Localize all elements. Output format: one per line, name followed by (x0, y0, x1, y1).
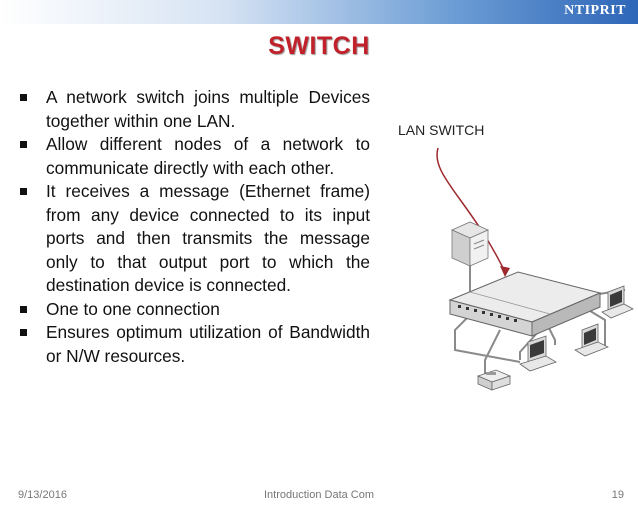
footer-page-number: 19 (611, 489, 624, 501)
arrow-head-icon (500, 266, 510, 277)
header-bar: NTIPRIT (0, 0, 638, 24)
printer-icon (476, 369, 512, 391)
server-tower-icon (451, 221, 489, 267)
footer-date: 9/13/2016 (18, 489, 67, 501)
lan-switch-label: LAN SWITCH (398, 122, 485, 138)
desktop-computer-icon (519, 335, 557, 372)
network-switch-icon (448, 271, 602, 337)
bullet-item: A network switch joins multiple Devices … (18, 86, 370, 133)
slide-title: SWITCH (268, 32, 370, 60)
network-diagram (436, 147, 634, 391)
bullet-item: Ensures optimum utilization of Bandwidth… (18, 321, 370, 368)
desktop-computer-icon (574, 323, 609, 357)
footer-course: Introduction Data Com (263, 489, 375, 501)
bullet-list: A network switch joins multiple Devices … (18, 86, 370, 368)
bullet-item: One to one connection (18, 298, 370, 322)
bullet-item: It receives a message (Ethernet frame) f… (18, 180, 370, 298)
brand-label: NTIPRIT (564, 3, 626, 18)
pointer-arrow (436, 147, 506, 273)
bullet-item: Allow different nodes of a network to co… (18, 133, 370, 180)
desktop-computer-icon (601, 285, 634, 319)
